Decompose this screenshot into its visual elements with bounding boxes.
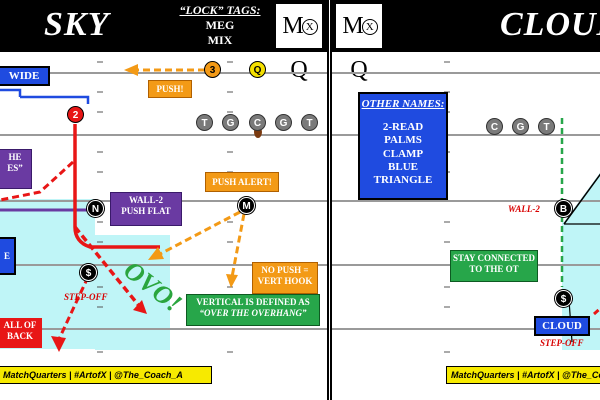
yard-line bbox=[0, 72, 327, 74]
oline-t: T bbox=[196, 114, 213, 131]
player-3: 3 bbox=[204, 61, 221, 78]
cloud-panel: MXQ CLOUD bbox=[330, 0, 600, 400]
cloud-box: CLOUD bbox=[534, 316, 590, 336]
cloud-field: OTHER NAMES: 2-READ PALMS CLAMP BLUE TRI… bbox=[332, 52, 600, 382]
push-alert-box: PUSH ALERT! bbox=[205, 172, 279, 192]
oline-g: G bbox=[222, 114, 239, 131]
wall-2-label: WALL-2 bbox=[508, 204, 540, 214]
cloud-title: CLOUD bbox=[500, 6, 600, 43]
push-box: PUSH! bbox=[148, 80, 192, 98]
player-b: B bbox=[555, 200, 572, 217]
step-off-label: STEP-OFF bbox=[540, 338, 584, 348]
player-m: M bbox=[238, 197, 255, 214]
yard-line bbox=[0, 134, 327, 136]
tag-mix: MIX bbox=[207, 33, 233, 47]
oline-t: T bbox=[301, 114, 318, 131]
no-push-box: NO PUSH =VERT HOOK bbox=[252, 262, 318, 294]
cloud-zone-shape bbox=[564, 172, 600, 222]
player-q: Q bbox=[249, 61, 266, 78]
oline-g: G bbox=[275, 114, 292, 131]
yard-line bbox=[332, 72, 600, 74]
sky-routes bbox=[0, 61, 262, 353]
player-safety: $ bbox=[555, 290, 572, 307]
yard-line bbox=[332, 328, 600, 330]
wide-label: WIDE bbox=[0, 66, 50, 86]
player-2: 2 bbox=[67, 106, 84, 123]
sky-title: SKY bbox=[44, 6, 110, 43]
yard-line bbox=[332, 134, 600, 136]
player-n: N bbox=[87, 200, 104, 217]
oline-g: G bbox=[512, 118, 529, 135]
player-safety: $ bbox=[80, 264, 97, 281]
oline-c: C bbox=[249, 114, 266, 131]
vertical-definition-box: VERTICAL IS DEFINED AS“OVER THE OVERHANG… bbox=[186, 294, 320, 326]
tag-meg: MEG bbox=[205, 18, 235, 32]
cloud-header: MXQ CLOUD bbox=[332, 0, 600, 83]
cloud-footer: MatchQuarters | #ArtofX | @The_Coach_A bbox=[446, 366, 600, 384]
partial-blue-box: E bbox=[0, 237, 16, 275]
step-off-label: STEP-OFF bbox=[64, 292, 108, 302]
lock-tags-heading: “LOCK” TAGS: bbox=[179, 3, 261, 17]
sky-footer: MatchQuarters | #ArtofX | @The_Coach_A bbox=[0, 366, 212, 384]
oline-t: T bbox=[538, 118, 555, 135]
other-names-box: OTHER NAMES: 2-READ PALMS CLAMP BLUE TRI… bbox=[358, 92, 448, 200]
yard-line bbox=[0, 264, 327, 266]
oline-c: C bbox=[486, 118, 503, 135]
yard-line bbox=[0, 328, 327, 330]
yard-line bbox=[332, 200, 600, 202]
